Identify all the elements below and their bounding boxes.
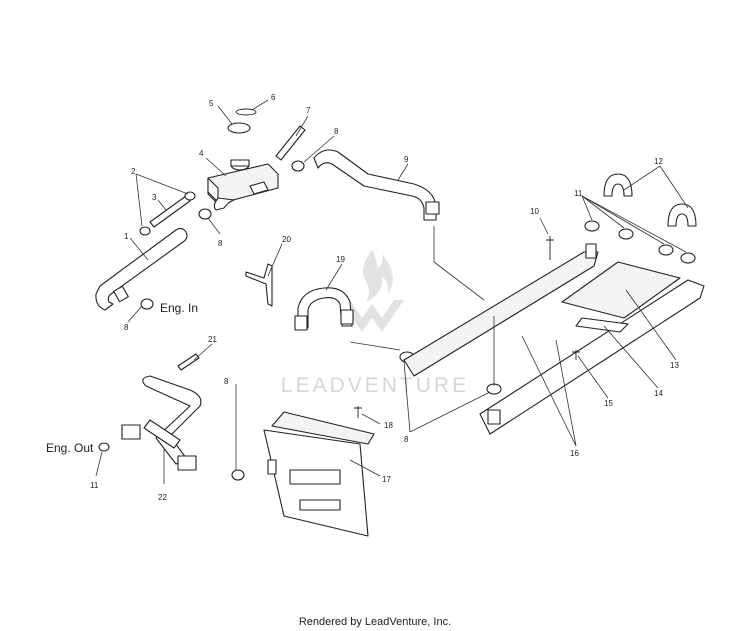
part-14-gasket — [575, 317, 629, 333]
callout-8-a: 8 — [334, 127, 339, 136]
callout-9: 9 — [404, 155, 409, 164]
callout-12: 12 — [654, 157, 663, 166]
part-13-plate — [561, 261, 681, 319]
leader-lines — [95, 99, 689, 484]
callout-17: 17 — [382, 475, 391, 484]
part-7-hose — [275, 125, 306, 161]
part-17-skid-plate — [263, 411, 375, 537]
part-4-tank — [207, 159, 279, 211]
part-1-hose — [95, 227, 188, 311]
callout-11-a: 11 — [574, 189, 583, 198]
callout-11-b: 11 — [90, 481, 99, 490]
part-19-hose — [294, 287, 354, 331]
part-12-hose — [603, 173, 697, 227]
callout-1: 1 — [124, 232, 129, 241]
callout-19: 19 — [336, 255, 345, 264]
part-21-tie — [177, 353, 200, 371]
callout-8-e: 8 — [404, 435, 409, 444]
part-16-radiator — [403, 243, 705, 435]
part-9-hose — [313, 149, 440, 221]
watermark-text: LEADVENTURE — [281, 374, 469, 397]
callout-16: 16 — [570, 449, 579, 458]
label-eng-out: Eng. Out — [46, 441, 94, 455]
callout-2: 2 — [131, 167, 136, 176]
callout-4: 4 — [199, 149, 204, 158]
part-3-hose — [149, 195, 191, 228]
callout-13: 13 — [670, 361, 679, 370]
part-8-clamp — [98, 160, 502, 481]
callout-5: 5 — [209, 99, 214, 108]
callout-8-c: 8 — [124, 323, 129, 332]
callout-14: 14 — [654, 389, 663, 398]
callout-3: 3 — [152, 193, 157, 202]
callout-6: 6 — [271, 93, 276, 102]
callout-22: 22 — [158, 493, 167, 502]
part-18-fastener — [354, 406, 362, 418]
watermark-logo — [340, 250, 404, 332]
callout-10: 10 — [530, 207, 539, 216]
part-11-clamp — [584, 220, 696, 264]
part-5-cap — [227, 122, 251, 134]
callout-20: 20 — [282, 235, 291, 244]
part-10-fastener — [546, 236, 554, 260]
callout-7: 7 — [306, 106, 311, 115]
callout-8-b: 8 — [218, 239, 223, 248]
callout-18: 18 — [384, 421, 393, 430]
part-6-gasket — [235, 108, 257, 116]
callout-21: 21 — [208, 335, 217, 344]
callout-8-d: 8 — [224, 377, 229, 386]
callout-15: 15 — [604, 399, 613, 408]
footer-credit: Rendered by LeadVenture, Inc. — [299, 616, 451, 628]
callouts: 1 2 3 4 5 6 7 8 8 8 8 8 9 10 11 11 12 13… — [90, 93, 679, 502]
label-eng-in: Eng. In — [160, 301, 198, 315]
part-22-hose — [121, 375, 202, 471]
part-15-fastener — [572, 350, 580, 360]
part-20-bracket — [245, 263, 273, 307]
